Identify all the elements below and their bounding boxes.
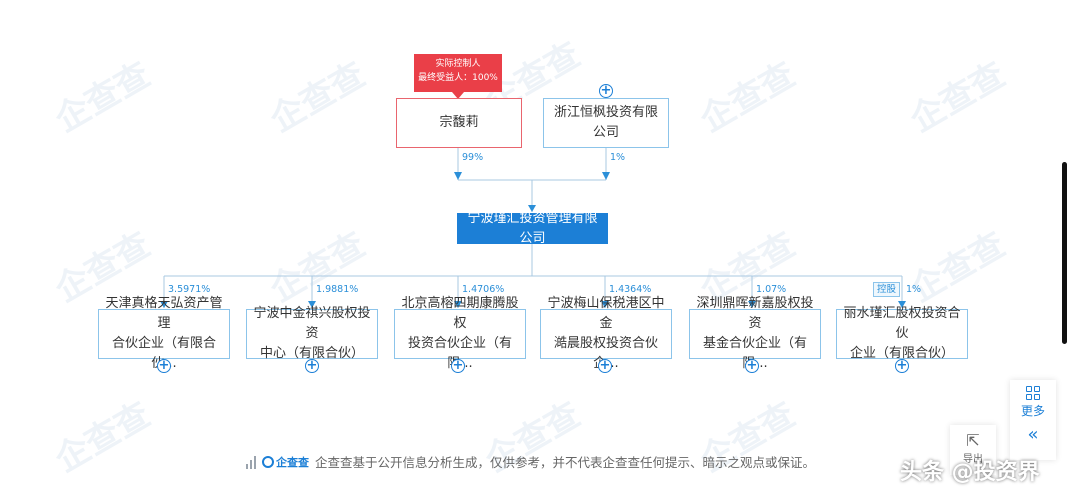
subsidiary-name-line2: 中心（有限合伙） — [259, 346, 364, 361]
controller-tag-line2: 最终受益人：100% — [418, 73, 498, 83]
subsidiary-name-line1: 宁波中金祺兴股权投资 — [253, 306, 371, 341]
actual-controller-tag: 实际控制人 最终受益人：100% — [414, 54, 502, 99]
more-button[interactable]: 更多 — [1020, 404, 1045, 418]
subsidiary-name-line1: 北京高榕四期康腾股权 — [401, 296, 519, 331]
subsidiary-node[interactable]: 深圳鼎晖新嘉股权投资 基金合伙企业（有限... — [689, 296, 821, 371]
subsidiary-node[interactable]: 北京高榕四期康腾股权 投资合伙企业（有限... — [394, 296, 526, 371]
holding-badge: 控股 — [873, 282, 901, 297]
share-percent: 1% — [610, 152, 626, 163]
subsidiary-name-line1: 深圳鼎晖新嘉股权投资 — [696, 296, 814, 331]
subsidiary-node[interactable]: 宁波中金祺兴股权投资 中心（有限合伙） — [246, 306, 378, 361]
side-toolbar: 更多 « — [1010, 380, 1056, 460]
core-company-node[interactable]: 宁波瑾汇投资管理有限公司 — [457, 211, 608, 246]
plus-circle-icon[interactable]: + — [598, 358, 612, 373]
grid-icon[interactable] — [1026, 386, 1040, 400]
footer-disclaimer: 企查查 企查查基于公开信息分析生成，仅供参考，并不代表企查查任何提示、暗示之观点… — [246, 452, 815, 471]
subsidiary-name-line1: 天津真格天弘资产管理 — [105, 296, 223, 331]
investment-percent: 1% — [906, 284, 922, 295]
investment-percent: 1.07% — [756, 284, 787, 295]
plus-circle-icon[interactable]: + — [745, 358, 759, 373]
export-label: 导出 — [963, 454, 983, 465]
shareholder-name: 浙江恒枫投资有限公司 — [553, 105, 658, 140]
plus-circle-icon[interactable]: + — [451, 358, 465, 373]
investment-percent: 1.4364% — [609, 284, 652, 295]
source-credit: 头条 @投资界 — [900, 460, 1040, 485]
share-icon: ⇱ — [966, 431, 980, 450]
share-percent: 99% — [462, 152, 484, 163]
plus-circle-icon[interactable]: + — [895, 358, 909, 373]
subsidiary-name-line2: 企业（有限合伙） — [849, 346, 954, 361]
plus-circle-icon[interactable]: + — [305, 358, 319, 373]
shareholder-name: 宗馥莉 — [439, 115, 479, 130]
investment-percent: 3.5971% — [168, 284, 211, 295]
shareholder-node[interactable]: 宗馥莉 — [396, 98, 522, 148]
signal-bars-icon — [246, 455, 256, 469]
export-button[interactable]: ⇱ 导出 — [950, 425, 996, 475]
subsidiary-node[interactable]: 宁波梅山保税港区中金 澔晨股权投资合伙企... — [540, 296, 672, 371]
subsidiary-name-line1: 宁波梅山保税港区中金 — [547, 296, 665, 331]
core-company-name: 宁波瑾汇投资管理有限公司 — [467, 210, 598, 246]
subsidiary-node[interactable]: 丽水瑾汇股权投资合伙 企业（有限合伙） — [836, 306, 968, 361]
controller-tag-line1: 实际控制人 — [435, 59, 481, 69]
qcc-logo: 企查查 — [262, 454, 309, 470]
investment-percent: 1.4706% — [462, 284, 505, 295]
disclaimer-text: 企查查基于公开信息分析生成，仅供参考，并不代表企查查任何提示、暗示之观点或保证。 — [315, 455, 816, 470]
qcc-logo-icon — [262, 455, 274, 468]
investment-percent: 1.9881% — [316, 284, 359, 295]
plus-circle-icon[interactable]: + — [157, 358, 171, 373]
subsidiary-name-line1: 丽水瑾汇股权投资合伙 — [843, 306, 961, 341]
shareholder-node[interactable]: 浙江恒枫投资有限公司 — [543, 98, 669, 148]
subsidiary-node[interactable]: 天津真格天弘资产管理 合伙企业（有限合伙... — [98, 296, 230, 371]
collapse-icon[interactable]: « — [1027, 424, 1039, 445]
scrollbar[interactable] — [1062, 162, 1067, 344]
qcc-logo-text: 企查查 — [276, 455, 309, 469]
plus-circle-icon[interactable]: + — [599, 83, 613, 98]
